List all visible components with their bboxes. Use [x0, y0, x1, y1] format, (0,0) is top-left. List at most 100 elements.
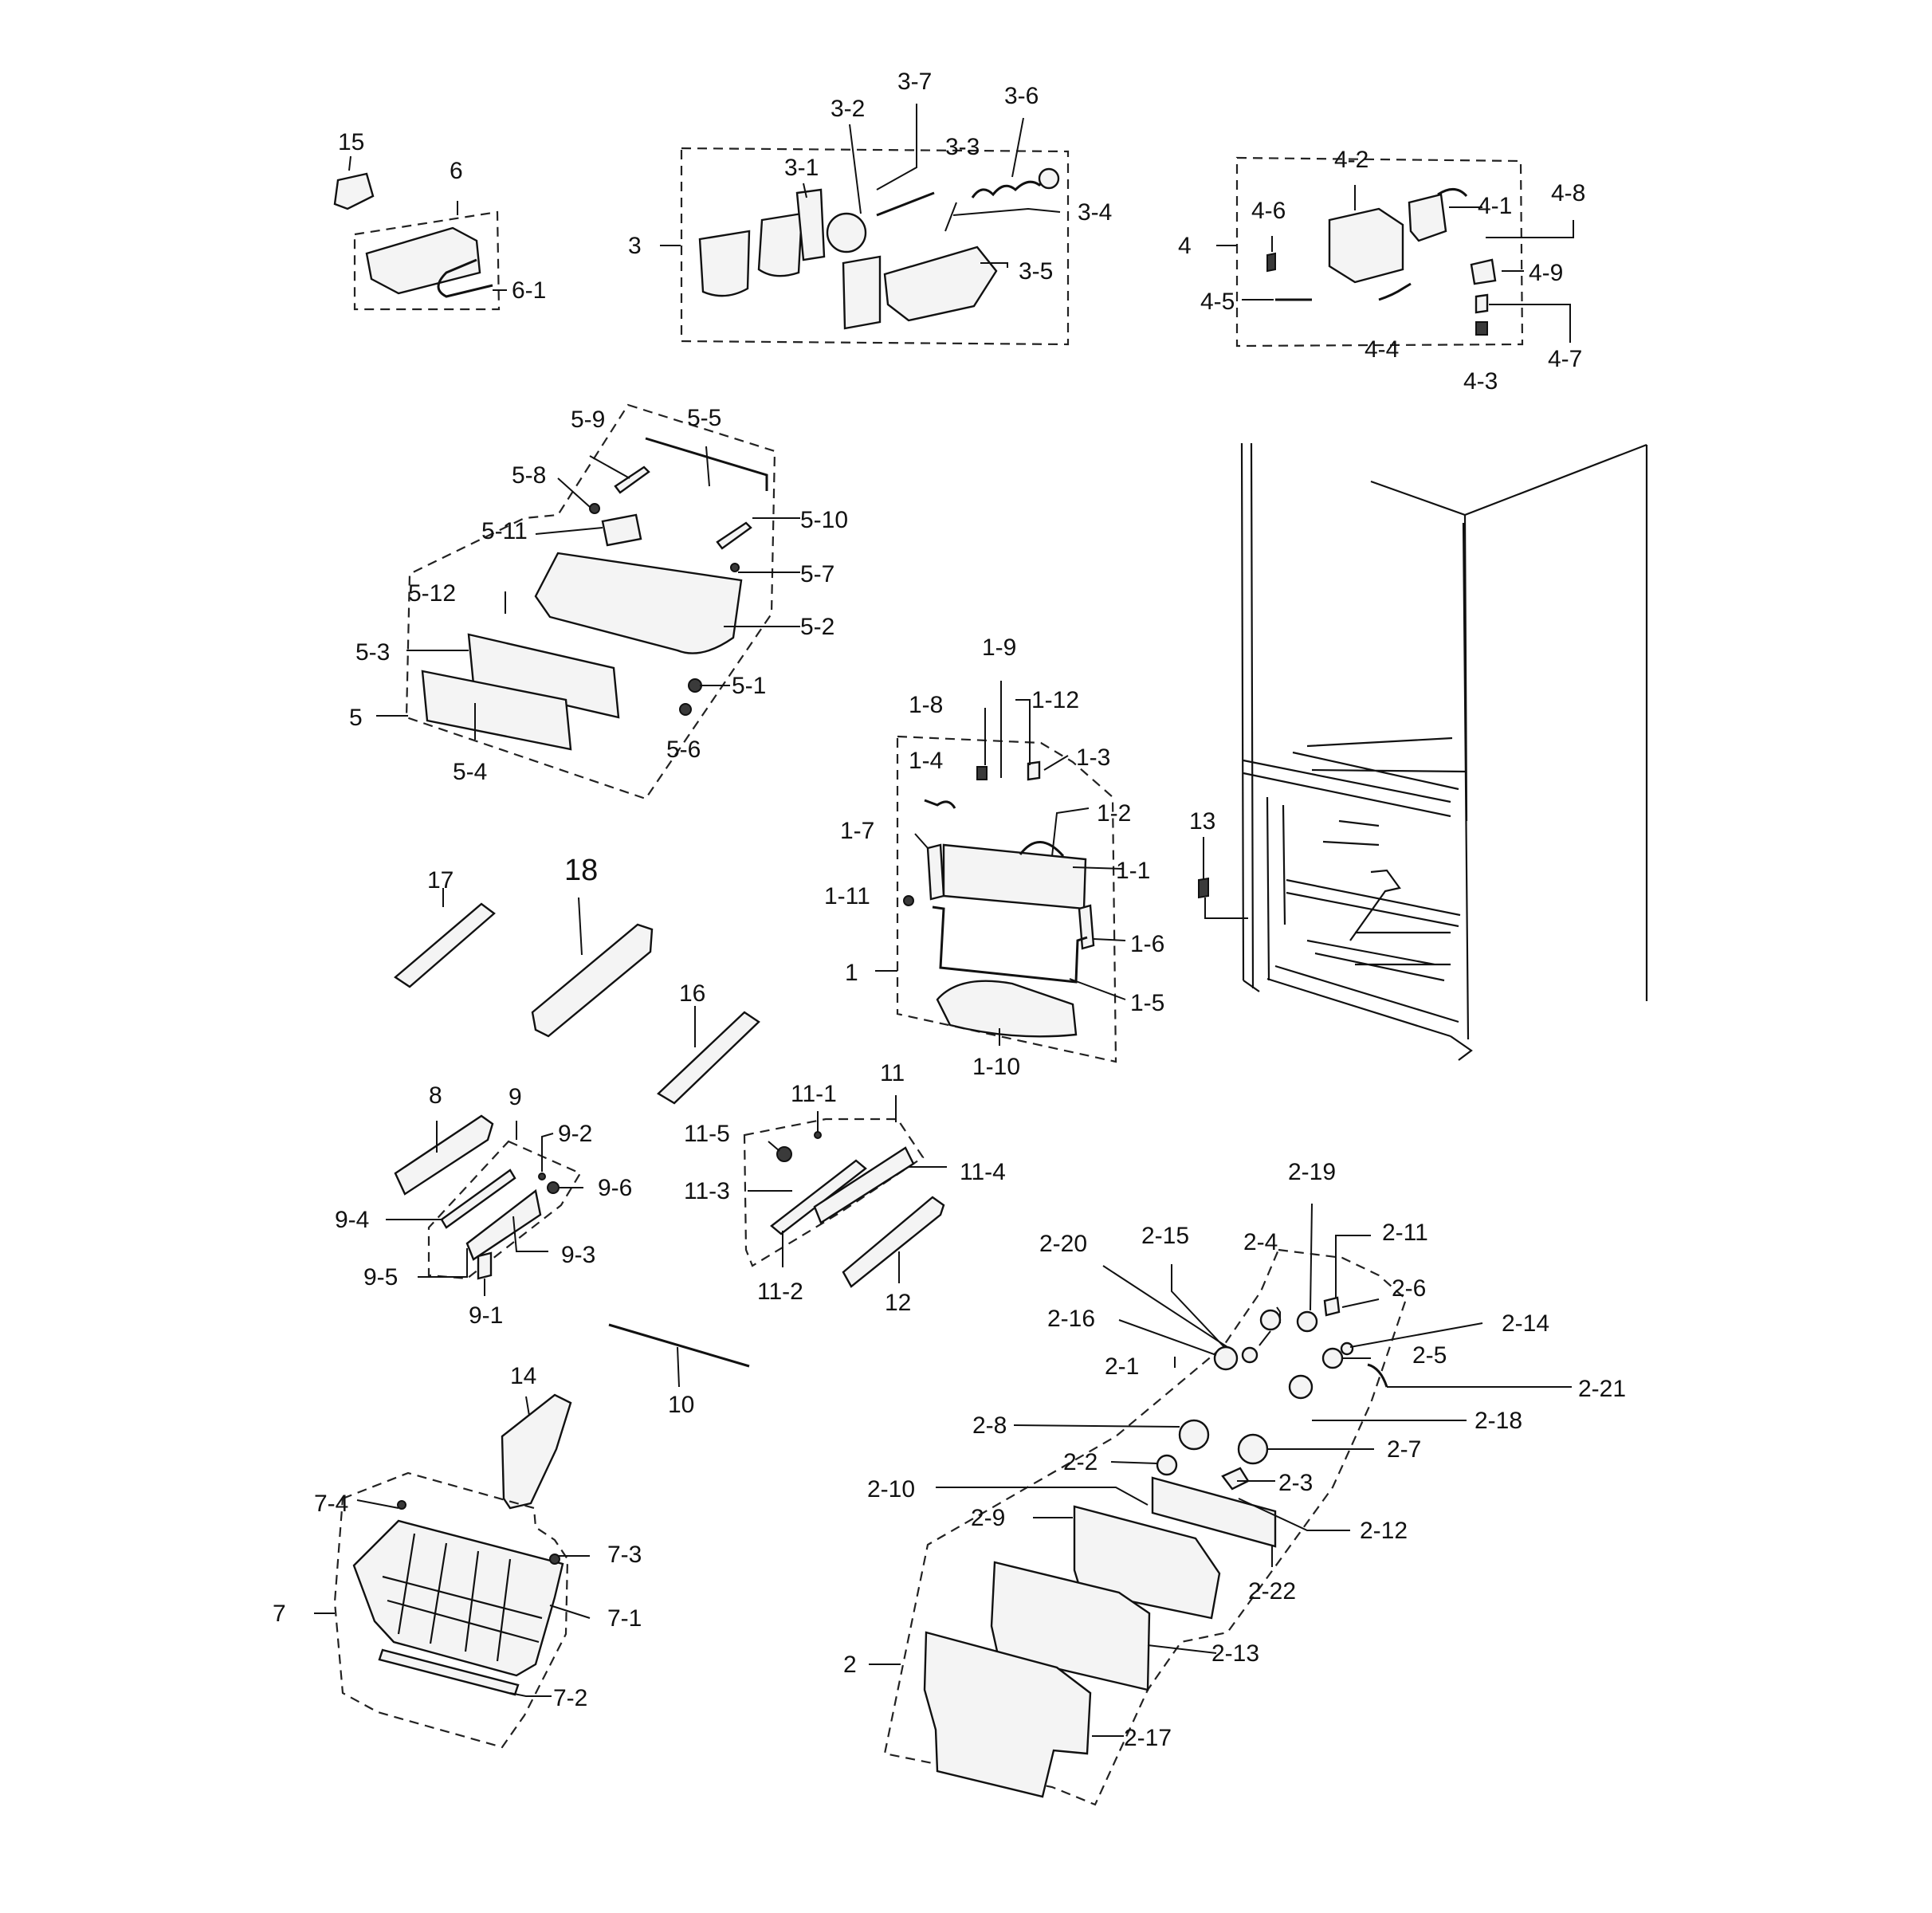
label-6-1: 6-1: [512, 277, 546, 304]
part-11-1-screw: [814, 1131, 822, 1139]
part-3-2-motor: [826, 212, 867, 253]
group-5-boundary: [405, 403, 776, 800]
label-4-1: 4-1: [1478, 193, 1512, 219]
label-1-8: 1-8: [909, 692, 943, 718]
part-4-1-valve: [1408, 193, 1447, 242]
label-5-4: 5-4: [453, 759, 487, 785]
label-7-3: 7-3: [607, 1542, 642, 1568]
label-2-4: 2-4: [1243, 1229, 1278, 1255]
label-2: 2: [843, 1652, 857, 1678]
label-13: 13: [1189, 808, 1215, 835]
part-4-6-connector: [1266, 252, 1276, 273]
label-2-8: 2-8: [972, 1412, 1007, 1439]
part-2-19-fan: [1296, 1310, 1318, 1333]
label-5-12: 5-12: [408, 580, 456, 607]
part-16-rail: [657, 1011, 760, 1105]
label-15: 15: [338, 129, 364, 155]
part-12-rail: [842, 1196, 945, 1288]
label-11: 11: [880, 1060, 905, 1086]
group-9-boundary: [427, 1140, 582, 1280]
callout-labels: 15 6 6-1 3 3-1 3-2 3-3 3-4 3-5 3-6 3-7 4…: [273, 69, 1626, 1751]
part-18-handle: [531, 923, 654, 1038]
part-2-12-board: [1151, 1476, 1277, 1548]
part-2-5-motor: [1321, 1347, 1344, 1369]
label-4-7: 4-7: [1548, 346, 1582, 372]
part-7-4-screw: [397, 1500, 406, 1510]
part-7-basket-grid: [382, 1533, 543, 1662]
part-2-15-motor: [1241, 1346, 1259, 1364]
part-3-1-panel: [795, 188, 826, 261]
cabinet-freezer-back: [1266, 796, 1459, 1038]
part-5-7-screw: [730, 563, 740, 572]
label-9-1: 9-1: [469, 1302, 503, 1329]
label-5-8: 5-8: [512, 462, 546, 489]
part-3-5-bucket: [883, 246, 998, 322]
label-2-20: 2-20: [1039, 1231, 1087, 1257]
label-3-5: 3-5: [1019, 258, 1053, 285]
cabinet-brace: [1349, 869, 1401, 941]
cabinet-shelf-rails: [1286, 819, 1461, 982]
part-5-5-rail: [645, 437, 768, 491]
label-4-3: 4-3: [1463, 368, 1498, 395]
part-9-3-bracket: [465, 1188, 542, 1261]
part-9-1-clip: [477, 1251, 493, 1280]
label-1-2: 1-2: [1097, 800, 1131, 827]
label-10: 10: [668, 1392, 694, 1418]
part-11-5-screw: [776, 1146, 792, 1162]
label-14: 14: [510, 1363, 536, 1389]
label-11-5: 11-5: [684, 1121, 730, 1147]
part-5-6-screw: [679, 703, 692, 716]
cabinet-feet: [1243, 980, 1473, 1061]
label-1-12: 1-12: [1031, 687, 1079, 713]
part-2-16-motor: [1213, 1345, 1239, 1371]
label-2-6: 2-6: [1392, 1275, 1426, 1302]
part-1-10-drain-pan: [936, 980, 1078, 1038]
label-4-6: 4-6: [1251, 198, 1286, 224]
part-2-14-bracket: [1340, 1341, 1354, 1356]
part-2-17-panel: [923, 1631, 1092, 1798]
label-1: 1: [845, 960, 858, 986]
label-1-4: 1-4: [909, 748, 943, 774]
part-5-9-slide: [614, 465, 650, 494]
label-11-4: 11-4: [960, 1159, 1006, 1185]
label-2-9: 2-9: [971, 1505, 1005, 1531]
group-4-boundary: [1235, 156, 1524, 348]
part-4-9-sensor: [1470, 258, 1497, 285]
part-4-7-clip: [1475, 293, 1489, 314]
group-cabinet: [1198, 442, 1648, 1061]
group-7-boundary: [333, 1471, 569, 1749]
part-3-1-cover: [757, 212, 803, 277]
group-ice-tray: [333, 155, 507, 311]
label-18: 18: [564, 854, 598, 887]
label-5-10: 5-10: [800, 507, 848, 533]
cabinet-top-edge: [1370, 443, 1647, 822]
label-3-6: 3-6: [1004, 83, 1039, 109]
label-6: 6: [450, 158, 463, 184]
part-1-1-coil: [942, 843, 1087, 910]
part-2-7-fan: [1237, 1433, 1269, 1465]
label-2-3: 2-3: [1278, 1470, 1313, 1496]
part-5-4-front: [421, 670, 572, 751]
part-5-3-cover: [467, 633, 620, 719]
part-1-5-heater: [932, 905, 1088, 984]
label-1-7: 1-7: [840, 818, 874, 844]
label-2-11: 2-11: [1382, 1220, 1428, 1246]
part-4-4-harness: [1378, 282, 1412, 301]
part-2-8-fan: [1178, 1419, 1210, 1451]
group-3-boundary: [680, 147, 1070, 346]
label-5-3: 5-3: [355, 639, 390, 666]
group-6-boundary: [353, 210, 501, 311]
label-11-2: 11-2: [757, 1279, 803, 1305]
part-2-3-blade: [1221, 1467, 1250, 1491]
part-4-3-cap: [1475, 321, 1488, 336]
part-9-2-screw: [538, 1173, 546, 1180]
group-rails: [394, 888, 760, 1105]
part-5-11-filter: [601, 513, 642, 547]
group-1-boundary: [896, 735, 1117, 1063]
part-11-2-rail: [770, 1159, 867, 1235]
label-5-9: 5-9: [571, 407, 605, 433]
part-5-1-screw: [688, 678, 702, 693]
label-2-7: 2-7: [1387, 1436, 1421, 1463]
label-5-5: 5-5: [687, 405, 721, 431]
part-7-3-screw: [549, 1554, 560, 1565]
